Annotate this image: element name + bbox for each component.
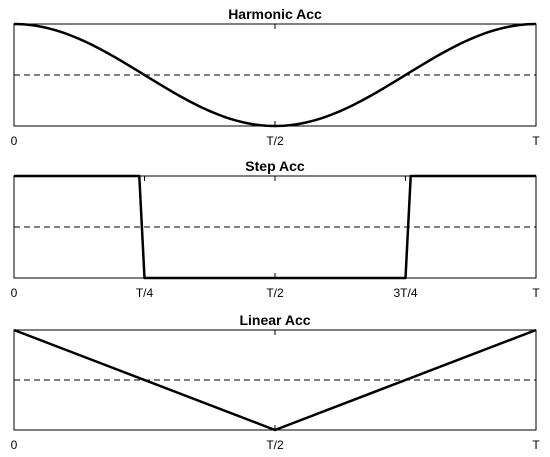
x-tick-label: T bbox=[532, 286, 540, 300]
x-tick-label: T/2 bbox=[266, 286, 284, 300]
chart-title: Linear Acc bbox=[239, 312, 310, 328]
chart-title: Step Acc bbox=[245, 158, 305, 174]
x-tick-label: T/2 bbox=[266, 438, 284, 452]
x-tick-label: T/2 bbox=[266, 134, 284, 148]
x-tick-label: T bbox=[532, 134, 540, 148]
x-tick-label: T bbox=[532, 438, 540, 452]
x-tick-label: T/4 bbox=[136, 286, 154, 300]
chart-title: Harmonic Acc bbox=[228, 6, 322, 22]
series-line bbox=[13, 328, 537, 432]
series-line bbox=[14, 174, 536, 280]
x-tick-label: 0 bbox=[11, 286, 18, 300]
x-tick-label: 0 bbox=[11, 134, 18, 148]
x-tick-label: 3T/4 bbox=[393, 286, 417, 300]
x-tick-label: 0 bbox=[11, 438, 18, 452]
series-line bbox=[13, 22, 537, 128]
